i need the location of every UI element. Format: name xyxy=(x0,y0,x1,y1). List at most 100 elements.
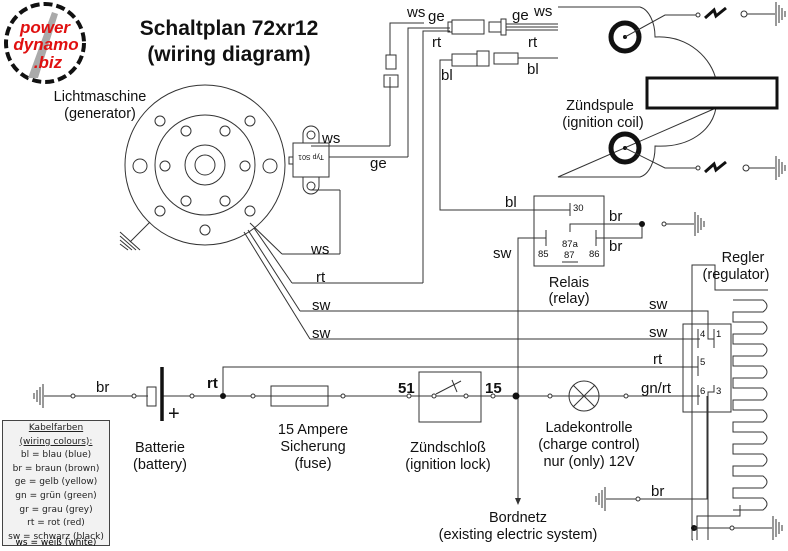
relay-pin-87: 87 xyxy=(564,250,575,261)
wire-label-ws-gen: ws xyxy=(310,241,329,258)
wire-label-sw-gen1: sw xyxy=(312,297,331,314)
battery: + xyxy=(146,367,180,425)
legend-item: br = braun (brown) xyxy=(12,463,100,474)
pickup: Typ S01 xyxy=(288,125,330,195)
ignition-coil-label-1: Zündspule xyxy=(566,98,634,114)
wire-label-br-relay1: br xyxy=(609,208,622,225)
relay-pin-85: 85 xyxy=(538,249,549,260)
relay-pin-86: 86 xyxy=(589,249,600,260)
regulator: 4 1 5 6 3 xyxy=(682,264,768,540)
regulator-pin-4: 4 xyxy=(700,329,705,340)
ignition-coil xyxy=(557,6,779,178)
wire-label-bl-relay: bl xyxy=(505,194,517,211)
wire-label-rt-reg: rt xyxy=(653,351,663,368)
spark-gap-bottom xyxy=(695,156,786,180)
generator-ground-icon xyxy=(119,231,141,251)
heatsink-fins xyxy=(732,299,768,511)
logo-line2: dynamo xyxy=(13,35,78,54)
legend-item: gr = grau (grey) xyxy=(19,504,93,515)
spark-gap-top xyxy=(695,2,786,26)
wire-label-ge-coil: ge xyxy=(512,7,529,24)
charge-lamp xyxy=(547,380,629,412)
legend-heading-2: (wiring colours): xyxy=(19,436,93,447)
wire-label-sw-gen2: sw xyxy=(312,325,331,342)
legend-item: sw = schwarz (black) xyxy=(8,531,104,542)
regulator-label-2: (regulator) xyxy=(703,267,770,283)
fuse xyxy=(270,385,329,407)
wire-label-ge-top: ge xyxy=(428,8,445,25)
legend-item: gn = grün (green) xyxy=(15,490,97,501)
wire-label-rt-gen: rt xyxy=(316,269,326,286)
relay-label-1: Relais xyxy=(549,275,589,291)
wire-label-bl-right: bl xyxy=(527,61,539,78)
relay-pin-87a: 87a xyxy=(562,239,579,250)
charge-lamp-label-1: Ladekontrolle xyxy=(545,420,632,436)
wire-colour-legend: Kabelfarben (wiring colours): bl = blau … xyxy=(2,420,110,547)
battery-plus: + xyxy=(168,403,180,425)
bordnetz-label-1: Bordnetz xyxy=(489,510,547,526)
legend-item: ge = gelb (yellow) xyxy=(14,477,98,488)
generator-label-2: (generator) xyxy=(64,106,136,122)
legend-item-last: ws = weiß (white) xyxy=(15,538,97,548)
relay-pin-30: 30 xyxy=(573,203,584,214)
legend-heading-1: Kabelfarben xyxy=(28,423,84,433)
junction-dot xyxy=(512,392,520,400)
generator-wire-bundle xyxy=(243,70,700,340)
ground-icon xyxy=(775,2,786,26)
regulator-label-1: Regler xyxy=(722,250,765,266)
generator-label-1: Lichtmaschine xyxy=(54,89,147,105)
regulator-ground-icon xyxy=(772,516,783,540)
wire-label-sw-relay: sw xyxy=(493,245,512,262)
regulator-pin-1: 1 xyxy=(716,329,721,340)
wire-label-bl-left: bl xyxy=(441,67,453,84)
ignition-lock-terminal-15: 15 xyxy=(485,380,502,397)
legend-item: rt = rot (red) xyxy=(27,518,85,529)
logo-line1: power xyxy=(19,18,71,37)
generator xyxy=(119,84,286,251)
fuse-label-1: 15 Ampere xyxy=(278,422,348,438)
wire-label-ws-coil: ws xyxy=(533,3,552,20)
bordnetz-label-2: (existing electric system) xyxy=(439,527,598,543)
wire-label-sw-reg1: sw xyxy=(649,296,668,313)
relay: 30 85 87a 87 86 xyxy=(533,195,643,267)
wire-label-gnrt-reg: gn/rt xyxy=(641,380,672,397)
regulator-pin-6: 6 xyxy=(700,386,705,397)
wire-label-br-bottom: br xyxy=(651,483,664,500)
top-harness xyxy=(383,18,558,211)
bottom-ground-icon xyxy=(595,487,606,511)
logo-arrow-icon xyxy=(28,12,58,78)
ignition-lock-label-2: (ignition lock) xyxy=(405,457,490,473)
spark-icon xyxy=(704,160,727,174)
regulator-pin-5: 5 xyxy=(700,357,705,368)
wire-label-br-batt: br xyxy=(96,379,109,396)
ignition-lock-label-1: Zündschloß xyxy=(410,440,486,456)
wire-label-ws-top: ws xyxy=(406,4,425,21)
spark-icon xyxy=(704,6,727,20)
ground-icon xyxy=(775,156,786,180)
wire-label-ws-pickup: ws xyxy=(321,130,340,147)
wire-label-rt-batt: rt xyxy=(207,375,218,392)
switch-lever xyxy=(435,380,462,395)
pickup-label: Typ S01 xyxy=(298,153,324,160)
charge-lamp-label-3: nur (only) 12V xyxy=(543,454,634,470)
arrow-down-icon xyxy=(515,498,521,505)
ignition-lock: 51 15 xyxy=(380,371,502,423)
title-line1: Schaltplan 72xr12 xyxy=(140,17,319,40)
logo-line3: .biz xyxy=(34,53,63,72)
title-line2: (wiring diagram) xyxy=(147,43,310,66)
charge-lamp-label-2: (charge control) xyxy=(538,437,640,453)
regulator-pin-3: 3 xyxy=(716,386,721,397)
logo: power dynamo .biz xyxy=(4,2,86,84)
legend-item: bl = blau (blue) xyxy=(20,450,92,461)
relay-label-2: (relay) xyxy=(548,291,589,307)
ignition-coil-label-2: (ignition coil) xyxy=(562,115,643,131)
wire-label-rt-coil: rt xyxy=(528,34,538,51)
junction-dot xyxy=(639,221,645,227)
battery-label-2: (battery) xyxy=(133,457,187,473)
fuse-label-3: (fuse) xyxy=(294,456,331,472)
ignition-lock-terminal-51: 51 xyxy=(398,380,415,397)
fuse-label-2: Sicherung xyxy=(280,439,345,455)
relay-ground-icon xyxy=(694,212,705,236)
wire-label-br-relay2: br xyxy=(609,238,622,255)
